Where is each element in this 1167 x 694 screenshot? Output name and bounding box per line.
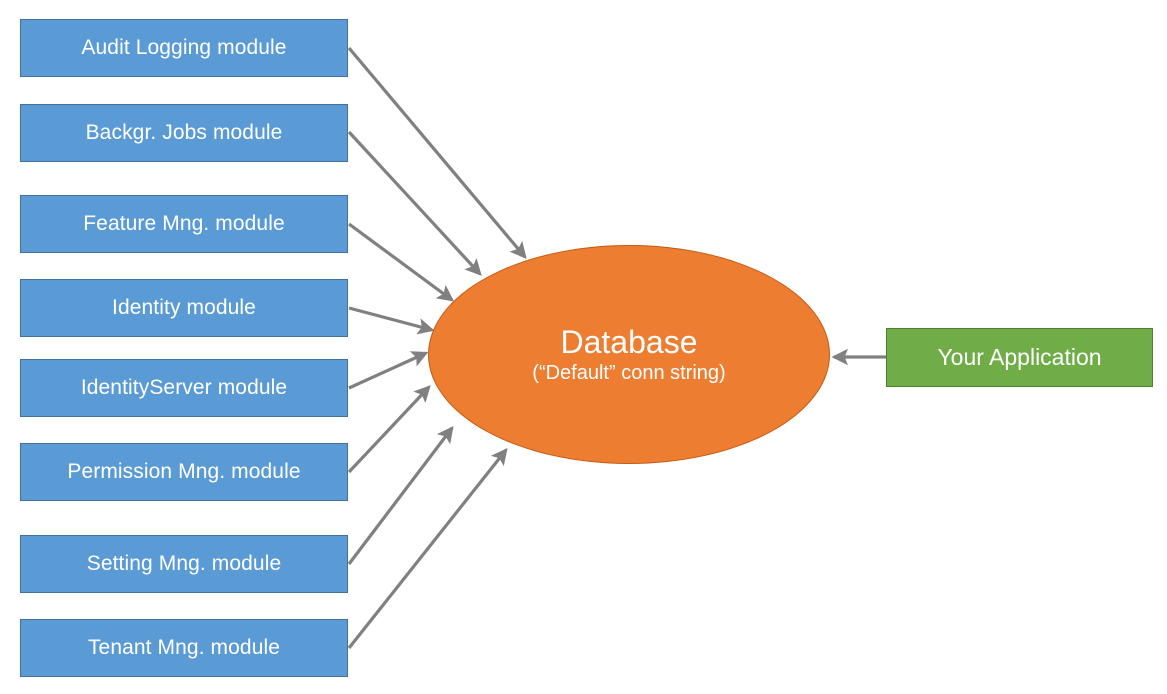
module-label: Audit Logging module (81, 36, 287, 60)
connector-identity-to-database (348, 306, 435, 335)
module-box-identity[interactable]: Identity module (20, 279, 348, 337)
module-label: Permission Mng. module (67, 460, 301, 484)
connector-setting-management-to-database (347, 425, 454, 565)
module-box-audit-logging[interactable]: Audit Logging module (20, 19, 348, 77)
connector-feature-management-to-database (348, 222, 455, 302)
module-label: Identity module (112, 296, 256, 320)
application-label: Your Application (937, 344, 1102, 370)
module-label: Feature Mng. module (83, 212, 285, 236)
module-box-tenant-management[interactable]: Tenant Mng. module (20, 619, 348, 677)
module-box-setting-management[interactable]: Setting Mng. module (20, 535, 348, 593)
connector-tenant-management-to-database (347, 447, 508, 649)
connector-audit-logging-to-database (347, 46, 527, 259)
module-label: Backgr. Jobs module (85, 121, 283, 145)
module-label: Setting Mng. module (86, 552, 282, 576)
module-label: IdentityServer module (80, 376, 288, 400)
module-box-identityserver[interactable]: IdentityServer module (20, 359, 348, 417)
database-title: Database (560, 323, 698, 360)
connector-identityserver-to-database (348, 351, 429, 390)
module-label: Tenant Mng. module (87, 636, 281, 660)
connector-permission-management-to-database (347, 385, 431, 474)
database-node[interactable]: Database (“Default” conn string) (428, 245, 830, 464)
application-node[interactable]: Your Application (886, 328, 1153, 387)
module-box-feature-management[interactable]: Feature Mng. module (20, 195, 348, 253)
database-subtitle: (“Default” conn string) (532, 362, 726, 385)
module-box-permission-management[interactable]: Permission Mng. module (20, 443, 348, 501)
connector-background-jobs-to-database (347, 130, 482, 276)
module-box-background-jobs[interactable]: Backgr. Jobs module (20, 104, 348, 162)
